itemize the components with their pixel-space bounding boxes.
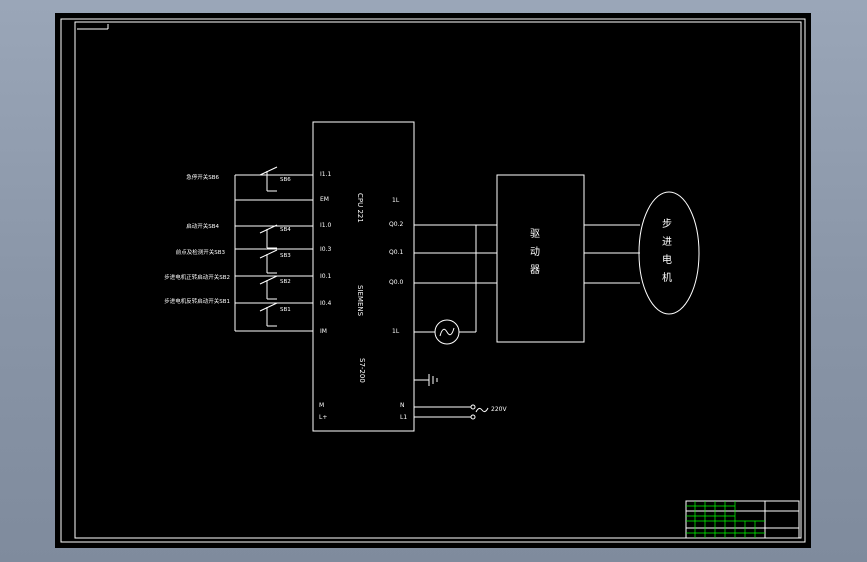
switch-tag: SB6 [280,177,291,183]
plc-output-label: Q0.2 [389,221,403,228]
plc-power-label: M [319,402,324,409]
plc-input-label: I0.1 [320,273,331,280]
switch-tag: SB2 [280,279,291,285]
supply-voltage: 220V [491,406,507,413]
sine-wave-icon [439,327,455,337]
driver-char: 动 [530,246,540,258]
plc-input-label: IM [320,328,327,335]
terminal-l1 [470,414,476,420]
switch-tag: SB1 [280,307,291,313]
driver-char: 驱 [530,228,540,240]
plc-output-label: 1L [392,328,400,335]
plc-input-label: EM [320,196,329,203]
switch-symbol [259,224,278,249]
plc-input-label: I0.3 [320,246,331,253]
plc-output-label: Q0.0 [389,279,403,286]
plc-input-label: I1.0 [320,222,331,229]
plc-input-label: I0.4 [320,300,331,307]
plc-power-label: L1 [400,414,407,421]
switch-symbol [259,166,278,192]
inner-frame [74,21,802,539]
driver-char: 器 [530,264,540,276]
motor-char: 步 [662,218,672,230]
plc-output-label: 1L [392,197,400,204]
switch-symbol [259,302,278,327]
drawing-sheet: I1.1 EM I1.0 I0.3 I0.1 I0.4 IM 1L Q0.2 Q… [55,13,811,548]
motor-char: 电 [662,253,672,266]
switch-symbol [259,275,278,300]
plc-model-bottom: S7-200 [358,358,366,383]
plc-output-label: Q0.1 [389,249,403,256]
motor-char: 机 [662,271,672,284]
plc-brand: SIEMENS [356,285,364,317]
wiring-diagram: I1.1 EM I1.0 I0.3 I0.1 I0.4 IM 1L Q0.2 Q… [60,18,806,543]
switch-label: 前点及检测开关SB3 [176,248,226,256]
plc-power-label: N [400,402,405,409]
driver-box [496,174,585,343]
switch-label: 急停开关SB6 [186,173,219,181]
terminal-n [470,404,476,410]
title-block [685,500,800,539]
switch-label: 步进电机反转启动开关SB1 [164,297,230,305]
outer-frame [60,18,806,543]
supply-tilde-icon [475,407,489,413]
ac-source-symbol [434,319,460,345]
switch-tag: SB3 [280,253,291,259]
motor-ellipse [638,191,700,315]
plc-input-label: I1.1 [320,171,331,178]
switch-label: 启动开关SB4 [186,222,219,230]
switch-label: 步进电机正转启动开关SB2 [164,273,230,281]
switch-symbol [259,249,278,274]
switch-tag: SB4 [280,227,291,233]
motor-char: 进 [662,236,672,248]
plc-power-label: L+ [319,414,327,421]
plc-model-top: CPU 221 [356,193,364,223]
